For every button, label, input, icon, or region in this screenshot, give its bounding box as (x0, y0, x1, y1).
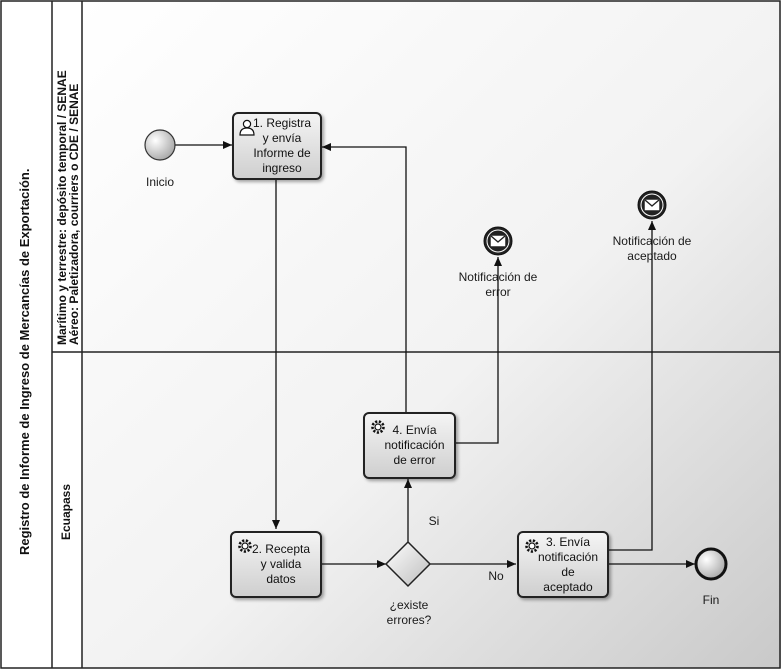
task-1-label: 1. Registra y envía Informe de ingreso (252, 116, 312, 175)
envelope-icon (490, 235, 506, 247)
task-1-registra[interactable]: 1. Registra y envía Informe de ingreso (232, 112, 322, 180)
gear-icon (371, 420, 385, 434)
gateway-no-label: No (488, 569, 504, 583)
gear-icon (525, 539, 539, 553)
lanes-background (82, 1, 781, 668)
msg-error-label: Notificación de error (458, 270, 538, 299)
task-3-label: 3. Envía notificación de aceptado (537, 534, 599, 594)
msg-accepted-event (637, 190, 667, 220)
lane-top-line2: Aéreo: Paletizadora, courriers o CDE / S… (67, 83, 81, 345)
flow-task3-to-msg-accepted (609, 221, 656, 551)
lane-bottom-label: Ecuapass (59, 483, 73, 540)
msg-accepted-label: Notificación de aceptado (612, 234, 692, 263)
gear-icon (238, 539, 252, 553)
task-4-label: 4. Envía notificación de error (384, 423, 445, 467)
start-event-label: Inicio (145, 175, 174, 189)
task-3-envia-aceptado[interactable]: 3. Envía notificación de aceptado (517, 531, 609, 598)
flow-task4-to-task1 (322, 143, 407, 412)
exclusive-gateway (384, 540, 432, 588)
envelope-icon (644, 199, 660, 211)
end-event (694, 547, 728, 581)
msg-error-event (483, 226, 513, 256)
task-4-envia-error[interactable]: 4. Envía notificación de error (363, 412, 456, 479)
pool-title: Registro de Informe de Ingreso de Mercan… (17, 168, 32, 556)
gateway-label: ¿existe errores? (386, 598, 432, 627)
task-2-label: 2. Recepta y valida datos (251, 542, 311, 586)
gateway-yes-label: Si (428, 514, 440, 528)
task-2-recepta[interactable]: 2. Recepta y valida datos (230, 531, 322, 598)
start-event (144, 129, 176, 161)
user-icon (239, 119, 255, 136)
end-event-label: Fin (702, 593, 720, 607)
flow-task4-to-msg-error (456, 257, 502, 444)
